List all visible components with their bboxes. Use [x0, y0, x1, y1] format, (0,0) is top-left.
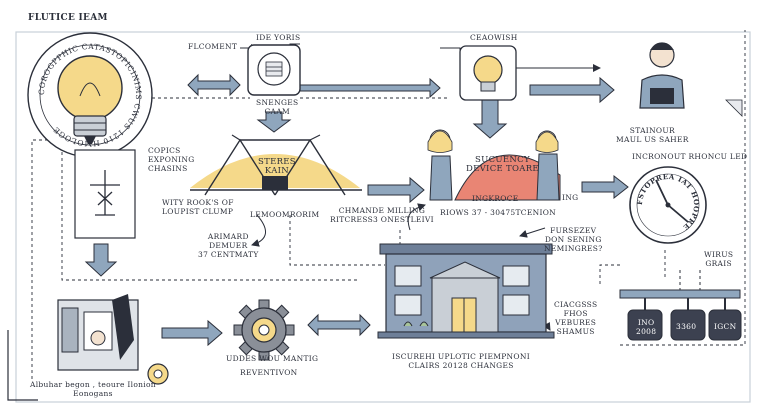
label-udder: UDDES WOU MANTIG [226, 354, 319, 363]
label-sucuency: SUCUENCY DEVICE TOARE [466, 155, 539, 174]
label-ceaowish: CEAOWISH [470, 33, 518, 42]
tank-label-1: INO 2008 [636, 318, 657, 336]
small-bulb-icon [459, 45, 517, 101]
gear-icon [233, 299, 295, 361]
label-chimande: CHMANDE MILLING RITCRESS3 ONESTLEIVI [330, 206, 434, 224]
label-wirus: WIRUS GRAIS [704, 250, 734, 268]
label-lemoomrorim: LEMOOMRORIM [250, 210, 320, 219]
label-flcoment: FLCOMENT [188, 42, 238, 51]
label-ingkroce: INGKROCE [472, 194, 519, 203]
pipeline-icon [619, 270, 742, 341]
label-incronout: INCRONOUT RHONCU LED [632, 152, 748, 161]
label-rows: RIOWS 37 - 30475TCENION [440, 208, 557, 217]
label-steres: STERES KAIN [258, 157, 296, 176]
label-iscurehi: ISCUREHI UPLOTIC PIEMPNONI CLAIRS 20128 … [392, 352, 530, 370]
machine-icon [57, 294, 169, 385]
emblem-box [247, 44, 301, 96]
label-revention: REVENTIVON [240, 368, 298, 377]
label-chacsess: CIACGSSS FHOS VEBURES SHAMUS [554, 300, 598, 336]
block-arrows [84, 73, 629, 347]
label-fursezev: FURSEZEV DON SENING NEMINGRES? [544, 226, 603, 253]
label-ing: ING [562, 193, 579, 202]
lightbulb-icon [27, 32, 153, 158]
tank-label-3: IGCN [714, 322, 737, 331]
clock-gauge-icon [629, 166, 707, 244]
label-stainour: STAINOUR MAUL US SAHER [616, 126, 689, 144]
bulb-frame-icon [74, 149, 136, 239]
label-wity: WITY ROOK'S OF LOUPIST CLUMP [162, 198, 234, 216]
label-arimard: ARIMARD DEMUER 37 CENTMATY [198, 232, 259, 259]
tank-label-2: 3360 [676, 322, 697, 331]
label-albuhar: Albuhar begon , teoure Ilonion Eonogans [30, 380, 156, 398]
label-ide-yoris: IDE YORIS [256, 33, 301, 42]
page-title: FLUTICE IEAM [28, 13, 108, 23]
outer-frame [15, 31, 751, 403]
person-icon [639, 42, 743, 117]
team-figures [427, 129, 561, 201]
building-icon [377, 243, 555, 339]
label-copics: COPICS EXPONING CHASINS [148, 146, 195, 173]
small-gear-icon [147, 363, 169, 385]
balance-scale-icon [190, 134, 362, 196]
label-emblem-caption: SNENGES CAAM [256, 98, 299, 116]
